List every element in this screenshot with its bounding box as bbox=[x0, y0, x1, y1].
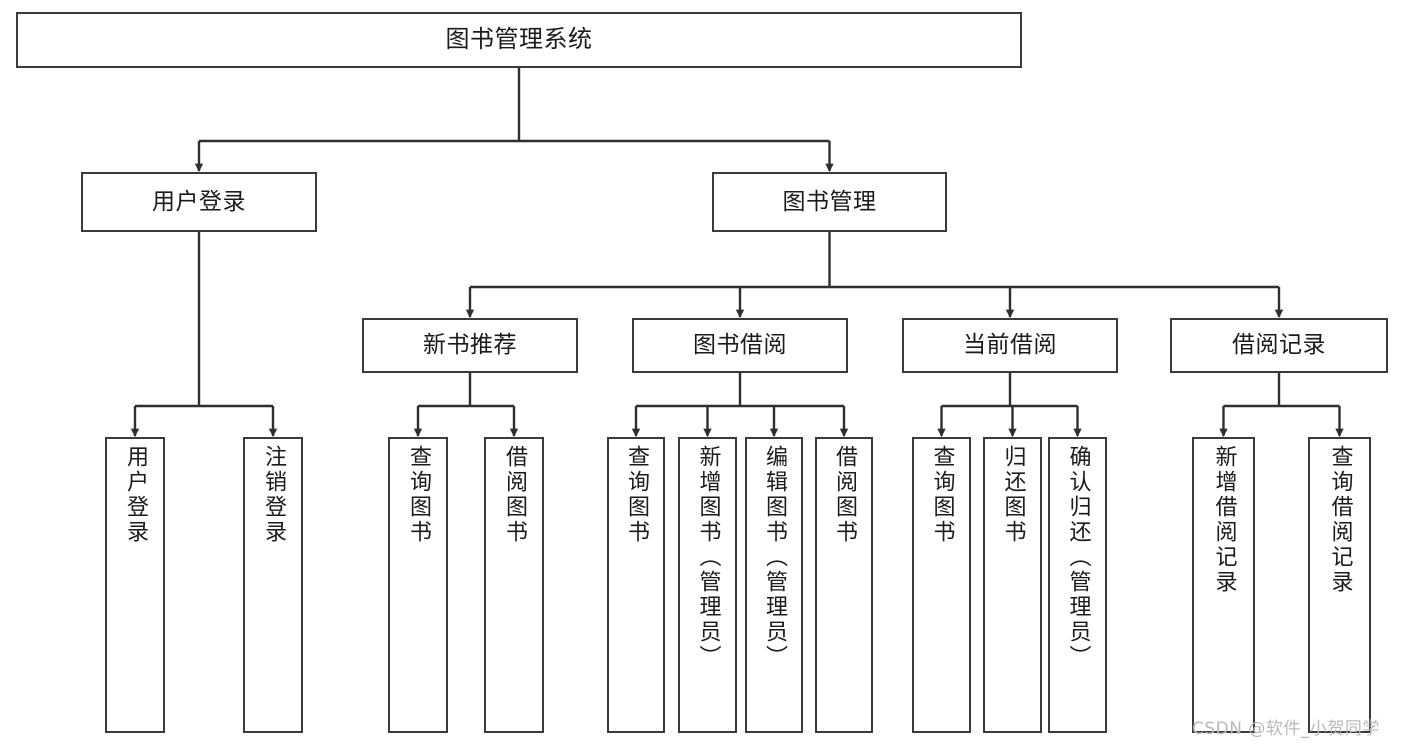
node-leaf-rec-borrow[interactable]: 借阅图书 bbox=[484, 437, 544, 733]
node-leaf-bb-add[interactable]: 新增图书（管理员） bbox=[678, 437, 737, 733]
node-leaf-bb-borrow[interactable]: 借阅图书 bbox=[815, 437, 873, 733]
node-label: 编辑图书（管理员） bbox=[762, 445, 787, 670]
node-leaf-cb-query[interactable]: 查询图书 bbox=[912, 437, 971, 733]
node-label: 用户登录 bbox=[123, 445, 148, 545]
node-label: 新书推荐 bbox=[423, 332, 517, 359]
node-leaf-bb-edit[interactable]: 编辑图书（管理员） bbox=[745, 437, 803, 733]
node-label: 查询图书 bbox=[929, 445, 955, 545]
edge-group bbox=[130, 68, 1344, 437]
node-label: 图书管理系统 bbox=[445, 25, 593, 54]
node-book-borrow[interactable]: 图书借阅 bbox=[632, 318, 848, 373]
node-label: 注销登录 bbox=[261, 445, 286, 545]
node-label: 归还图书 bbox=[1000, 445, 1026, 545]
node-root[interactable]: 图书管理系统 bbox=[16, 12, 1022, 68]
node-label: 借阅图书 bbox=[832, 445, 857, 545]
node-label: 借阅图书 bbox=[502, 445, 527, 545]
node-label: 图书管理 bbox=[782, 188, 877, 215]
node-label: 借阅记录 bbox=[1232, 332, 1326, 359]
node-user-login[interactable]: 用户登录 bbox=[81, 172, 317, 232]
node-label: 新增图书（管理员） bbox=[695, 445, 721, 670]
node-leaf-cb-confirm[interactable]: 确认归还（管理员） bbox=[1048, 437, 1107, 733]
node-borrow-record[interactable]: 借阅记录 bbox=[1170, 318, 1388, 373]
node-leaf-rec-query[interactable]: 查询图书 bbox=[388, 437, 448, 733]
node-label: 查询图书 bbox=[624, 445, 649, 545]
node-leaf-user-logout[interactable]: 注销登录 bbox=[243, 437, 303, 733]
node-label: 图书借阅 bbox=[693, 332, 787, 359]
node-new-book-rec[interactable]: 新书推荐 bbox=[362, 318, 578, 373]
node-label: 查询借阅记录 bbox=[1327, 445, 1353, 595]
node-label: 确认归还（管理员） bbox=[1065, 445, 1091, 670]
node-leaf-user-login[interactable]: 用户登录 bbox=[105, 437, 165, 733]
node-leaf-br-query[interactable]: 查询借阅记录 bbox=[1308, 437, 1371, 733]
node-label: 用户登录 bbox=[152, 188, 246, 215]
node-current-borrow[interactable]: 当前借阅 bbox=[902, 318, 1118, 373]
csdn-watermark: CSDN @软件_小贺同学 bbox=[1192, 719, 1380, 739]
node-leaf-bb-query[interactable]: 查询图书 bbox=[607, 437, 665, 733]
node-label: 查询图书 bbox=[406, 445, 431, 545]
node-leaf-br-add[interactable]: 新增借阅记录 bbox=[1192, 437, 1255, 733]
node-book-manage[interactable]: 图书管理 bbox=[712, 172, 947, 232]
node-label: 当前借阅 bbox=[963, 332, 1057, 359]
node-leaf-cb-return[interactable]: 归还图书 bbox=[983, 437, 1042, 733]
node-label: 新增借阅记录 bbox=[1211, 445, 1237, 595]
